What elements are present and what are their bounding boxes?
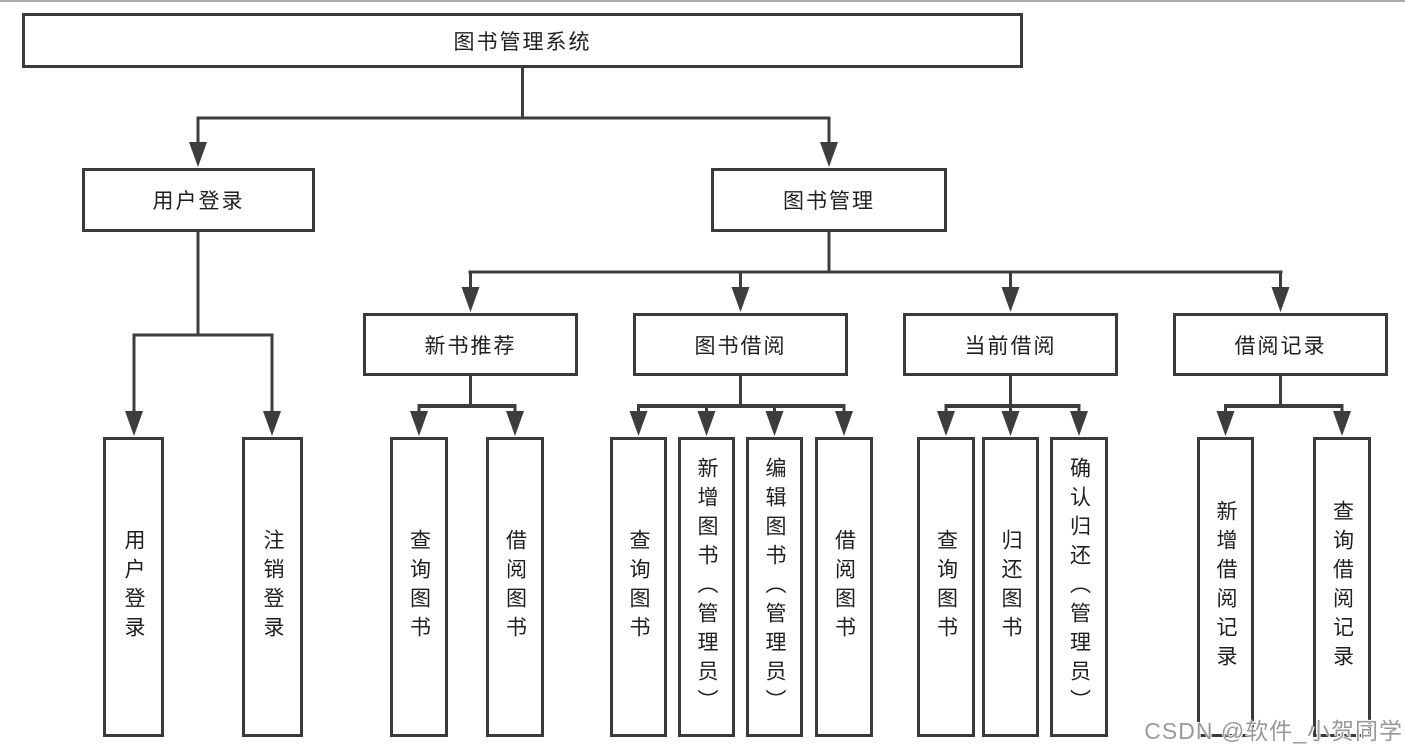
leaf-rec-query-book-label: 查询图书: [407, 529, 431, 645]
leaf-cb-confirm-return: 确认归还（管理员）: [1050, 437, 1108, 737]
leaf-bb-add-book: 新增图书（管理员）: [678, 437, 735, 737]
arrowhead: [1333, 411, 1351, 436]
node-current-borrow-label: 当前借阅: [964, 334, 1057, 358]
arrowhead: [731, 287, 750, 312]
leaf-cb-return-book-label: 归还图书: [999, 529, 1022, 645]
leaf-bb-add-book-label: 新增图书（管理员）: [695, 456, 718, 718]
edges-new-book-rec-subtree: [410, 376, 524, 436]
node-user-login-label: 用户登录: [152, 190, 245, 213]
arrowhead: [506, 411, 524, 436]
leaf-bb-borrow-book-label: 借阅图书: [832, 529, 856, 645]
node-book-mgmt: 图书管理: [711, 168, 947, 232]
node-root: 图书管理系统: [22, 13, 1023, 68]
edges-book-mgmt-to-level3: [461, 232, 1290, 312]
leaf-rec-query-book: 查询图书: [390, 437, 448, 737]
leaf-rec-borrow-book: 借阅图书: [486, 437, 544, 737]
arrowhead: [697, 411, 716, 436]
arrowhead: [1216, 411, 1235, 436]
arrowhead: [820, 142, 838, 167]
leaf-br-add-record: 新增借阅记录: [1197, 437, 1254, 737]
edges-current-borrow-subtree: [937, 376, 1088, 436]
leaf-cb-query-book: 查询图书: [917, 437, 975, 737]
leaf-logout: 注销登录: [242, 437, 303, 737]
node-book-mgmt-label: 图书管理: [783, 190, 875, 213]
edges-user-login-subtree: [125, 232, 281, 436]
arrowhead: [1001, 411, 1020, 436]
arrowhead: [263, 411, 281, 436]
node-new-book-rec: 新书推荐: [363, 313, 578, 376]
arrowhead: [937, 411, 955, 436]
leaf-bb-query-book-label: 查询图书: [627, 529, 650, 645]
watermark: CSDN @软件_小贺同学: [1144, 718, 1403, 744]
leaf-cb-confirm-return-label: 确认归还（管理员）: [1067, 456, 1091, 718]
arrowhead: [410, 411, 428, 436]
arrowhead: [461, 287, 480, 312]
node-user-login: 用户登录: [82, 168, 315, 232]
arrowhead: [835, 411, 853, 436]
edges-borrow-record-subtree: [1216, 376, 1351, 436]
leaf-br-query-record: 查询借阅记录: [1313, 437, 1371, 737]
node-current-borrow: 当前借阅: [903, 313, 1118, 376]
arrowhead: [125, 411, 143, 436]
arrowhead: [1070, 411, 1088, 436]
leaf-bb-edit-book: 编辑图书（管理员）: [746, 437, 803, 737]
leaf-bb-edit-book-label: 编辑图书（管理员）: [763, 456, 786, 718]
leaf-br-add-record-label: 新增借阅记录: [1214, 500, 1237, 674]
node-book-borrow-label: 图书借阅: [694, 334, 787, 358]
leaf-user-login-label: 用户登录: [122, 529, 145, 645]
leaf-cb-return-book: 归还图书: [982, 437, 1039, 737]
leaf-logout-label: 注销登录: [261, 529, 284, 645]
leaf-rec-borrow-book-label: 借阅图书: [503, 529, 527, 645]
leaf-cb-query-book-label: 查询图书: [934, 529, 958, 645]
top-edge-line: [0, 0, 1405, 2]
leaf-bb-query-book: 查询图书: [610, 437, 667, 737]
node-book-borrow: 图书借阅: [633, 313, 848, 376]
leaf-bb-borrow-book: 借阅图书: [815, 437, 873, 737]
arrowhead: [629, 411, 648, 436]
leaf-user-login: 用户登录: [103, 437, 164, 737]
node-root-label: 图书管理系统: [453, 30, 592, 54]
node-borrow-record: 借阅记录: [1173, 313, 1388, 376]
node-borrow-record-label: 借阅记录: [1234, 334, 1327, 358]
arrowhead: [1001, 287, 1020, 312]
leaf-br-query-record-label: 查询借阅记录: [1330, 500, 1354, 674]
edges-book-borrow-subtree: [629, 376, 853, 436]
edges-root-to-level1: [189, 68, 838, 167]
arrowhead: [765, 411, 784, 436]
node-new-book-rec-label: 新书推荐: [424, 334, 517, 358]
arrowhead: [189, 142, 207, 167]
arrowhead: [1271, 287, 1290, 312]
